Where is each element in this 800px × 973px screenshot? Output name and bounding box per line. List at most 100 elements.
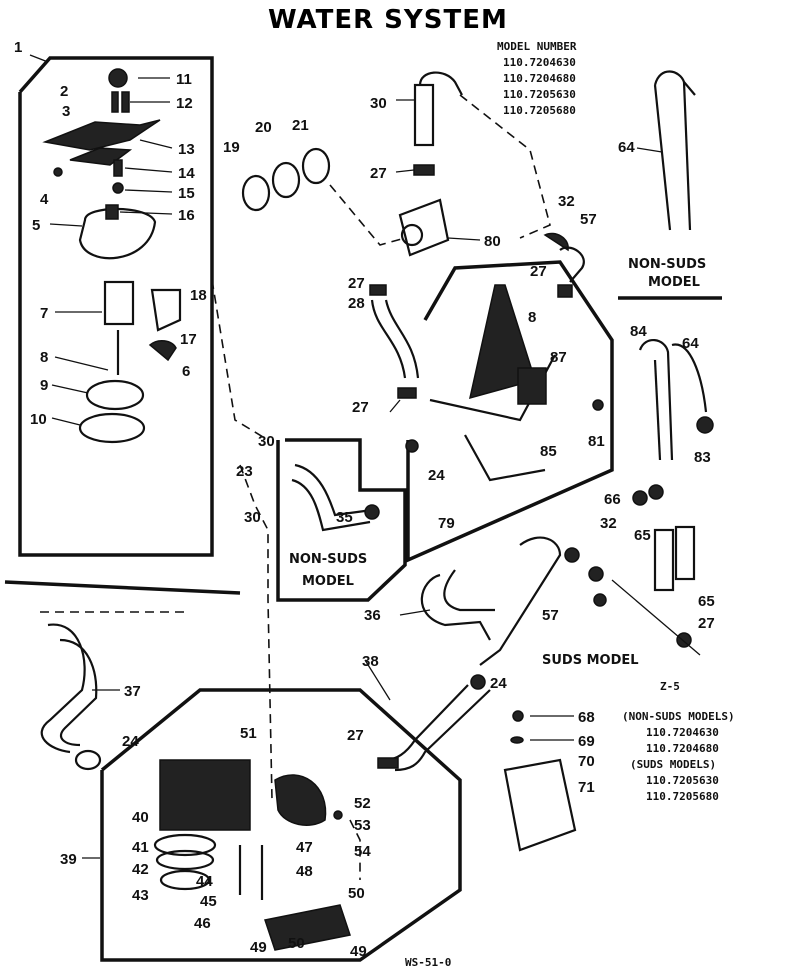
non-suds-box	[276, 438, 407, 602]
callout-83: 83	[694, 449, 711, 466]
part-80-valve-port	[400, 223, 424, 247]
drawing-code: WS-51-0	[405, 956, 451, 969]
leader-16	[119, 211, 173, 215]
callout-46: 46	[194, 915, 211, 932]
fill-valve-group	[329, 71, 585, 298]
pump-assembly-panel	[18, 56, 214, 557]
callout-30b: 30	[258, 433, 275, 450]
part-70-71-bracket	[503, 758, 577, 852]
callout-79: 79	[438, 515, 455, 532]
leader-13	[139, 139, 173, 149]
non-suds-models-header: (NON-SUDS MODELS)	[622, 710, 735, 723]
callout-65b: 65	[698, 593, 715, 610]
pump-panel-outline	[18, 56, 214, 557]
callout-66: 66	[604, 491, 621, 508]
hose-28-group	[369, 284, 420, 399]
callout-27d: 27	[352, 399, 369, 416]
callout-40: 40	[132, 809, 149, 826]
part-64-hose-b	[671, 343, 708, 413]
part-4	[53, 167, 63, 177]
part-32-hose	[479, 536, 562, 666]
leader-pump-right	[211, 279, 269, 441]
part-15	[112, 182, 124, 194]
callout-13: 13	[178, 141, 195, 158]
part-3-lever	[42, 119, 161, 151]
non-suds-label-a-line2: MODEL	[648, 275, 700, 290]
part-43	[159, 869, 211, 891]
callout-50b: 50	[288, 935, 305, 952]
callout-68: 68	[578, 709, 595, 726]
leader-5	[49, 223, 83, 227]
part-68	[512, 710, 524, 722]
part-32-a	[543, 232, 569, 252]
leader-27d	[389, 399, 401, 413]
part-66-b	[648, 484, 664, 500]
non-suds-hose-64	[618, 70, 722, 300]
non-suds-label-b-line2: MODEL	[302, 574, 354, 589]
part-36-hose-inner	[443, 569, 495, 612]
part-37-hose-inner	[59, 638, 98, 747]
callout-81: 81	[588, 433, 605, 450]
callout-8: 8	[40, 349, 48, 366]
callout-27a: 27	[370, 165, 387, 182]
part-7	[103, 280, 135, 326]
callout-53: 53	[354, 817, 371, 834]
part-9	[85, 379, 145, 411]
part-10-seal	[78, 412, 146, 444]
leader-36	[399, 609, 431, 616]
part-35-hose	[294, 463, 373, 517]
callout-64a: 64	[618, 139, 635, 156]
part-27-clamp-b	[557, 284, 573, 298]
callout-11: 11	[176, 71, 192, 88]
rings-group	[241, 147, 331, 212]
part-46-49-bracket	[264, 904, 351, 951]
callout-12: 12	[176, 95, 193, 112]
part-27-clamp-d	[397, 387, 417, 399]
part-84-hose	[638, 339, 674, 461]
callout-16: 16	[178, 207, 195, 224]
part-57-c	[593, 593, 607, 607]
model-number-3: 110.7205630	[503, 88, 576, 101]
part-37-hose	[40, 623, 86, 754]
tub-assembly	[405, 260, 614, 563]
callout-4: 4	[40, 191, 49, 208]
callout-39: 39	[60, 851, 77, 868]
callout-27f: 27	[698, 615, 715, 632]
callout-51: 51	[240, 725, 257, 742]
part-84-hose-inner	[653, 359, 662, 461]
callout-3: 3	[62, 103, 70, 120]
part-42	[155, 849, 215, 871]
model-number-header: MODEL NUMBER	[497, 40, 577, 53]
non-suds-label-a-line1: NON-SUDS	[628, 257, 706, 272]
callout-9: 9	[40, 377, 48, 394]
part-27-clamp-a	[413, 164, 435, 176]
page-ref: Z-5	[660, 680, 680, 693]
part-19-ring	[241, 174, 271, 212]
part-38-hose-outer	[394, 689, 491, 772]
callout-32a: 32	[558, 193, 575, 210]
part-85-tube	[464, 434, 546, 482]
part-5-pump-body	[78, 207, 157, 260]
part-28-hose-right	[384, 299, 420, 379]
part-24-b	[470, 674, 486, 690]
part-28-hose-left	[370, 299, 407, 379]
callout-27c: 27	[530, 263, 547, 280]
leader-27a	[395, 169, 415, 173]
callout-44: 44	[196, 873, 213, 890]
callout-15: 15	[178, 185, 195, 202]
leader-8	[54, 356, 109, 371]
leader-54	[349, 819, 361, 880]
callout-57b: 57	[542, 607, 559, 624]
callout-57a: 57	[580, 211, 597, 228]
drain-pump-outline	[100, 688, 462, 962]
diagram-title: WATER SYSTEM	[268, 5, 508, 35]
part-83	[696, 416, 714, 434]
part-69	[510, 736, 524, 744]
callout-8b: 8	[528, 309, 536, 326]
non-suds-label-b-line1: NON-SUDS	[289, 552, 367, 567]
part-27-clamp-c	[369, 284, 387, 296]
suds-model-label: SUDS MODEL	[542, 653, 639, 668]
callout-50a: 50	[348, 885, 365, 902]
callout-23: 23	[236, 463, 253, 480]
